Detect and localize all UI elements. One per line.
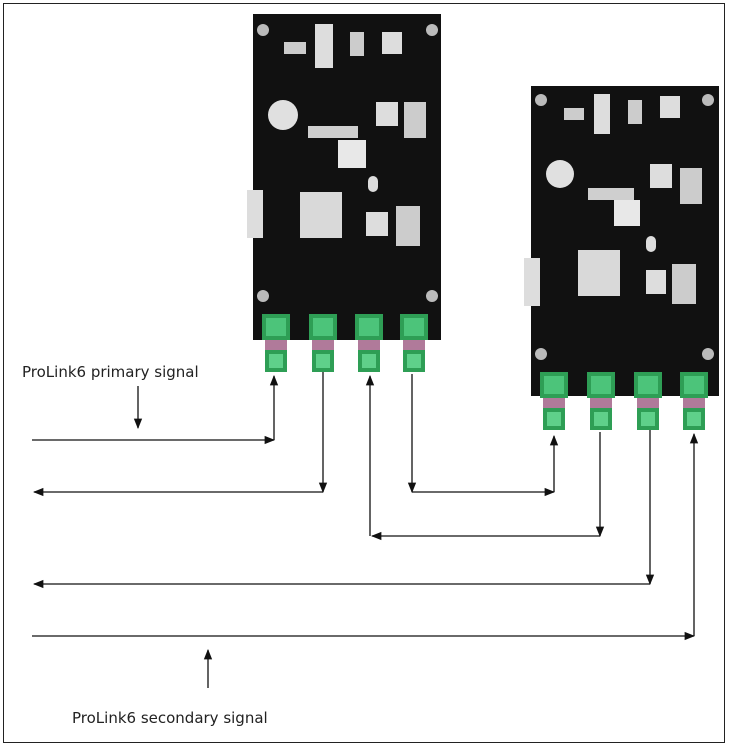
pcb-board-1 — [247, 14, 441, 340]
diagram-border — [3, 3, 725, 743]
primary-signal-label: ProLink6 primary signal — [22, 363, 199, 381]
secondary-signal-label: ProLink6 secondary signal — [72, 709, 268, 727]
signal-wiring — [32, 372, 699, 688]
pcb-board-2 — [524, 86, 719, 396]
